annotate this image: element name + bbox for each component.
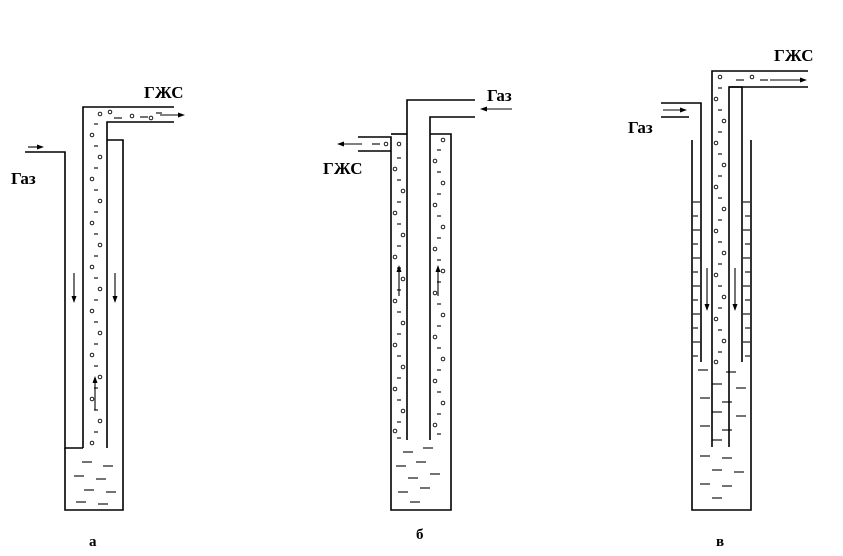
panel-b-bottom-liquid: [396, 447, 440, 503]
panel-a-gas-label: Газ: [11, 169, 36, 188]
panel-v-inner-tubing-right: [728, 86, 808, 447]
panel-v-mixture-label: ГЖС: [774, 46, 813, 65]
panel-v-caption: в: [716, 534, 724, 550]
panel-b-right-annulus-mixture: [432, 137, 446, 435]
panel-b-mixture-outlet-arrow: [337, 141, 362, 147]
panel-v-inner-tubing-mixture: [713, 74, 768, 365]
panel-v-mixture-outlet-arrow: [770, 77, 807, 83]
panel-a-tubing-mixture: [89, 109, 162, 446]
panel-v: Газ ГЖС в: [628, 46, 813, 550]
panel-b-casing-left-wall: [358, 133, 452, 511]
panel-a-caption: а: [89, 534, 97, 550]
panel-v-down-arrow-left: [704, 268, 710, 311]
panel-a-mixture-label: ГЖС: [144, 83, 183, 102]
panel-v-outer-casing: [691, 140, 752, 511]
panel-a-casing-right-wall: [107, 139, 124, 448]
panel-a-tubing-left-wall: [82, 106, 174, 448]
panel-a-tubing-right-wall: [106, 121, 174, 448]
panel-b-tubing-right-wall: [429, 116, 475, 440]
panel-b-gas-label: Газ: [487, 86, 512, 105]
panel-v-down-arrow-right: [732, 268, 738, 311]
panel-a-tubing-up-arrow: [92, 376, 98, 410]
panel-v-gas-label: Газ: [628, 118, 653, 137]
panel-v-middle-tubing-left: [661, 102, 702, 362]
panel-a-bottom-liquid: [74, 461, 116, 505]
panel-a-casing-bottom: [64, 448, 124, 511]
panel-b-gas-inlet-arrow: [480, 106, 512, 112]
panel-v-annulus-liquid: [693, 201, 750, 499]
panel-b-up-arrow-right: [435, 265, 441, 296]
panel-v-middle-tubing-right: [729, 86, 743, 362]
panel-a-annulus-down-arrow-left: [71, 273, 77, 303]
panel-b-left-annulus-mixture: [372, 141, 406, 439]
panel-b: Газ ГЖС б: [323, 86, 512, 543]
panel-b-mixture-label: ГЖС: [323, 159, 362, 178]
panel-b-up-arrow-left: [396, 265, 402, 296]
panel-a-mixture-outlet-arrow: [160, 112, 185, 118]
panel-a-casing-left-wall: [25, 151, 83, 449]
panel-v-gas-inlet-arrow: [663, 107, 687, 113]
panel-a: Газ ГЖС а: [11, 83, 185, 550]
panel-b-tubing-left-wall: [406, 99, 475, 440]
panel-v-inner-tubing-left: [711, 70, 808, 447]
panel-a-gas-inlet-arrow: [28, 144, 44, 150]
panel-b-caption: б: [416, 527, 424, 543]
panel-a-annulus-down-arrow-right: [112, 273, 118, 303]
